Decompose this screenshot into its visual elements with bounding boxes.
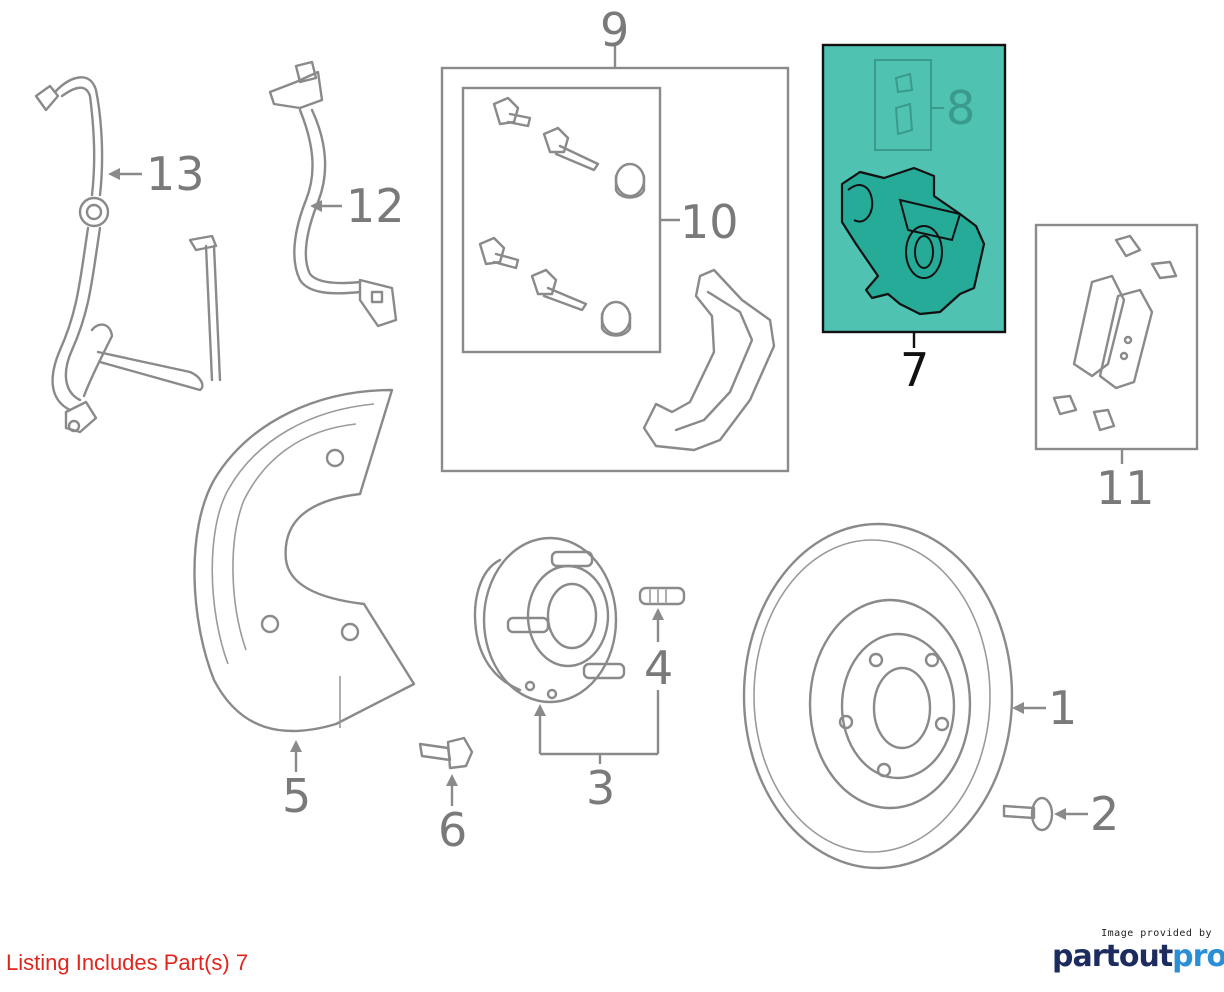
callout-12[interactable]: 12 (346, 179, 405, 233)
part-5-splash-shield[interactable] (193, 388, 416, 772)
callout-10[interactable]: 10 (680, 195, 739, 249)
partoutpro-logo[interactable]: partoutpro (1052, 939, 1224, 974)
callout-8[interactable]: 8 (946, 81, 975, 135)
callout-5[interactable]: 5 (282, 769, 311, 823)
callout-3[interactable]: 3 (586, 761, 615, 815)
callout-6[interactable]: 6 (438, 803, 467, 857)
part-9-bracket-kit-box[interactable] (440, 45, 790, 473)
callout-7[interactable]: 7 (900, 343, 929, 397)
part-13-sensor-harness[interactable] (34, 76, 222, 434)
part-3-wheel-hub[interactable] (473, 536, 658, 764)
part-1-brake-rotor[interactable] (742, 522, 1046, 870)
part-11-brake-pads[interactable] (1034, 223, 1199, 464)
callout-2[interactable]: 2 (1090, 787, 1119, 841)
callout-1[interactable]: 1 (1048, 681, 1077, 735)
callout-9[interactable]: 9 (600, 3, 629, 57)
part-7-brake-caliper[interactable] (821, 43, 1007, 348)
image-credit: Image provided by partoutpro (1052, 928, 1224, 974)
listing-note: Listing Includes Part(s) 7 (6, 950, 249, 975)
callout-11[interactable]: 11 (1096, 461, 1155, 515)
credit-caption: Image provided by (1101, 928, 1212, 939)
part-12-brake-hose[interactable] (268, 60, 398, 328)
caliper-bracket[interactable] (642, 268, 776, 452)
logo-text-pro: pro (1172, 939, 1224, 974)
part-10-bolt-kit[interactable] (478, 96, 646, 337)
logo-text-partout: partout (1052, 939, 1173, 974)
callout-13[interactable]: 13 (146, 147, 205, 201)
callout-leaders (108, 168, 342, 212)
callout-4[interactable]: 4 (644, 641, 673, 695)
part-4-wheel-stud[interactable] (638, 586, 686, 754)
part-6-bolt[interactable] (418, 736, 474, 806)
part-2-rotor-screw[interactable] (1002, 796, 1088, 832)
